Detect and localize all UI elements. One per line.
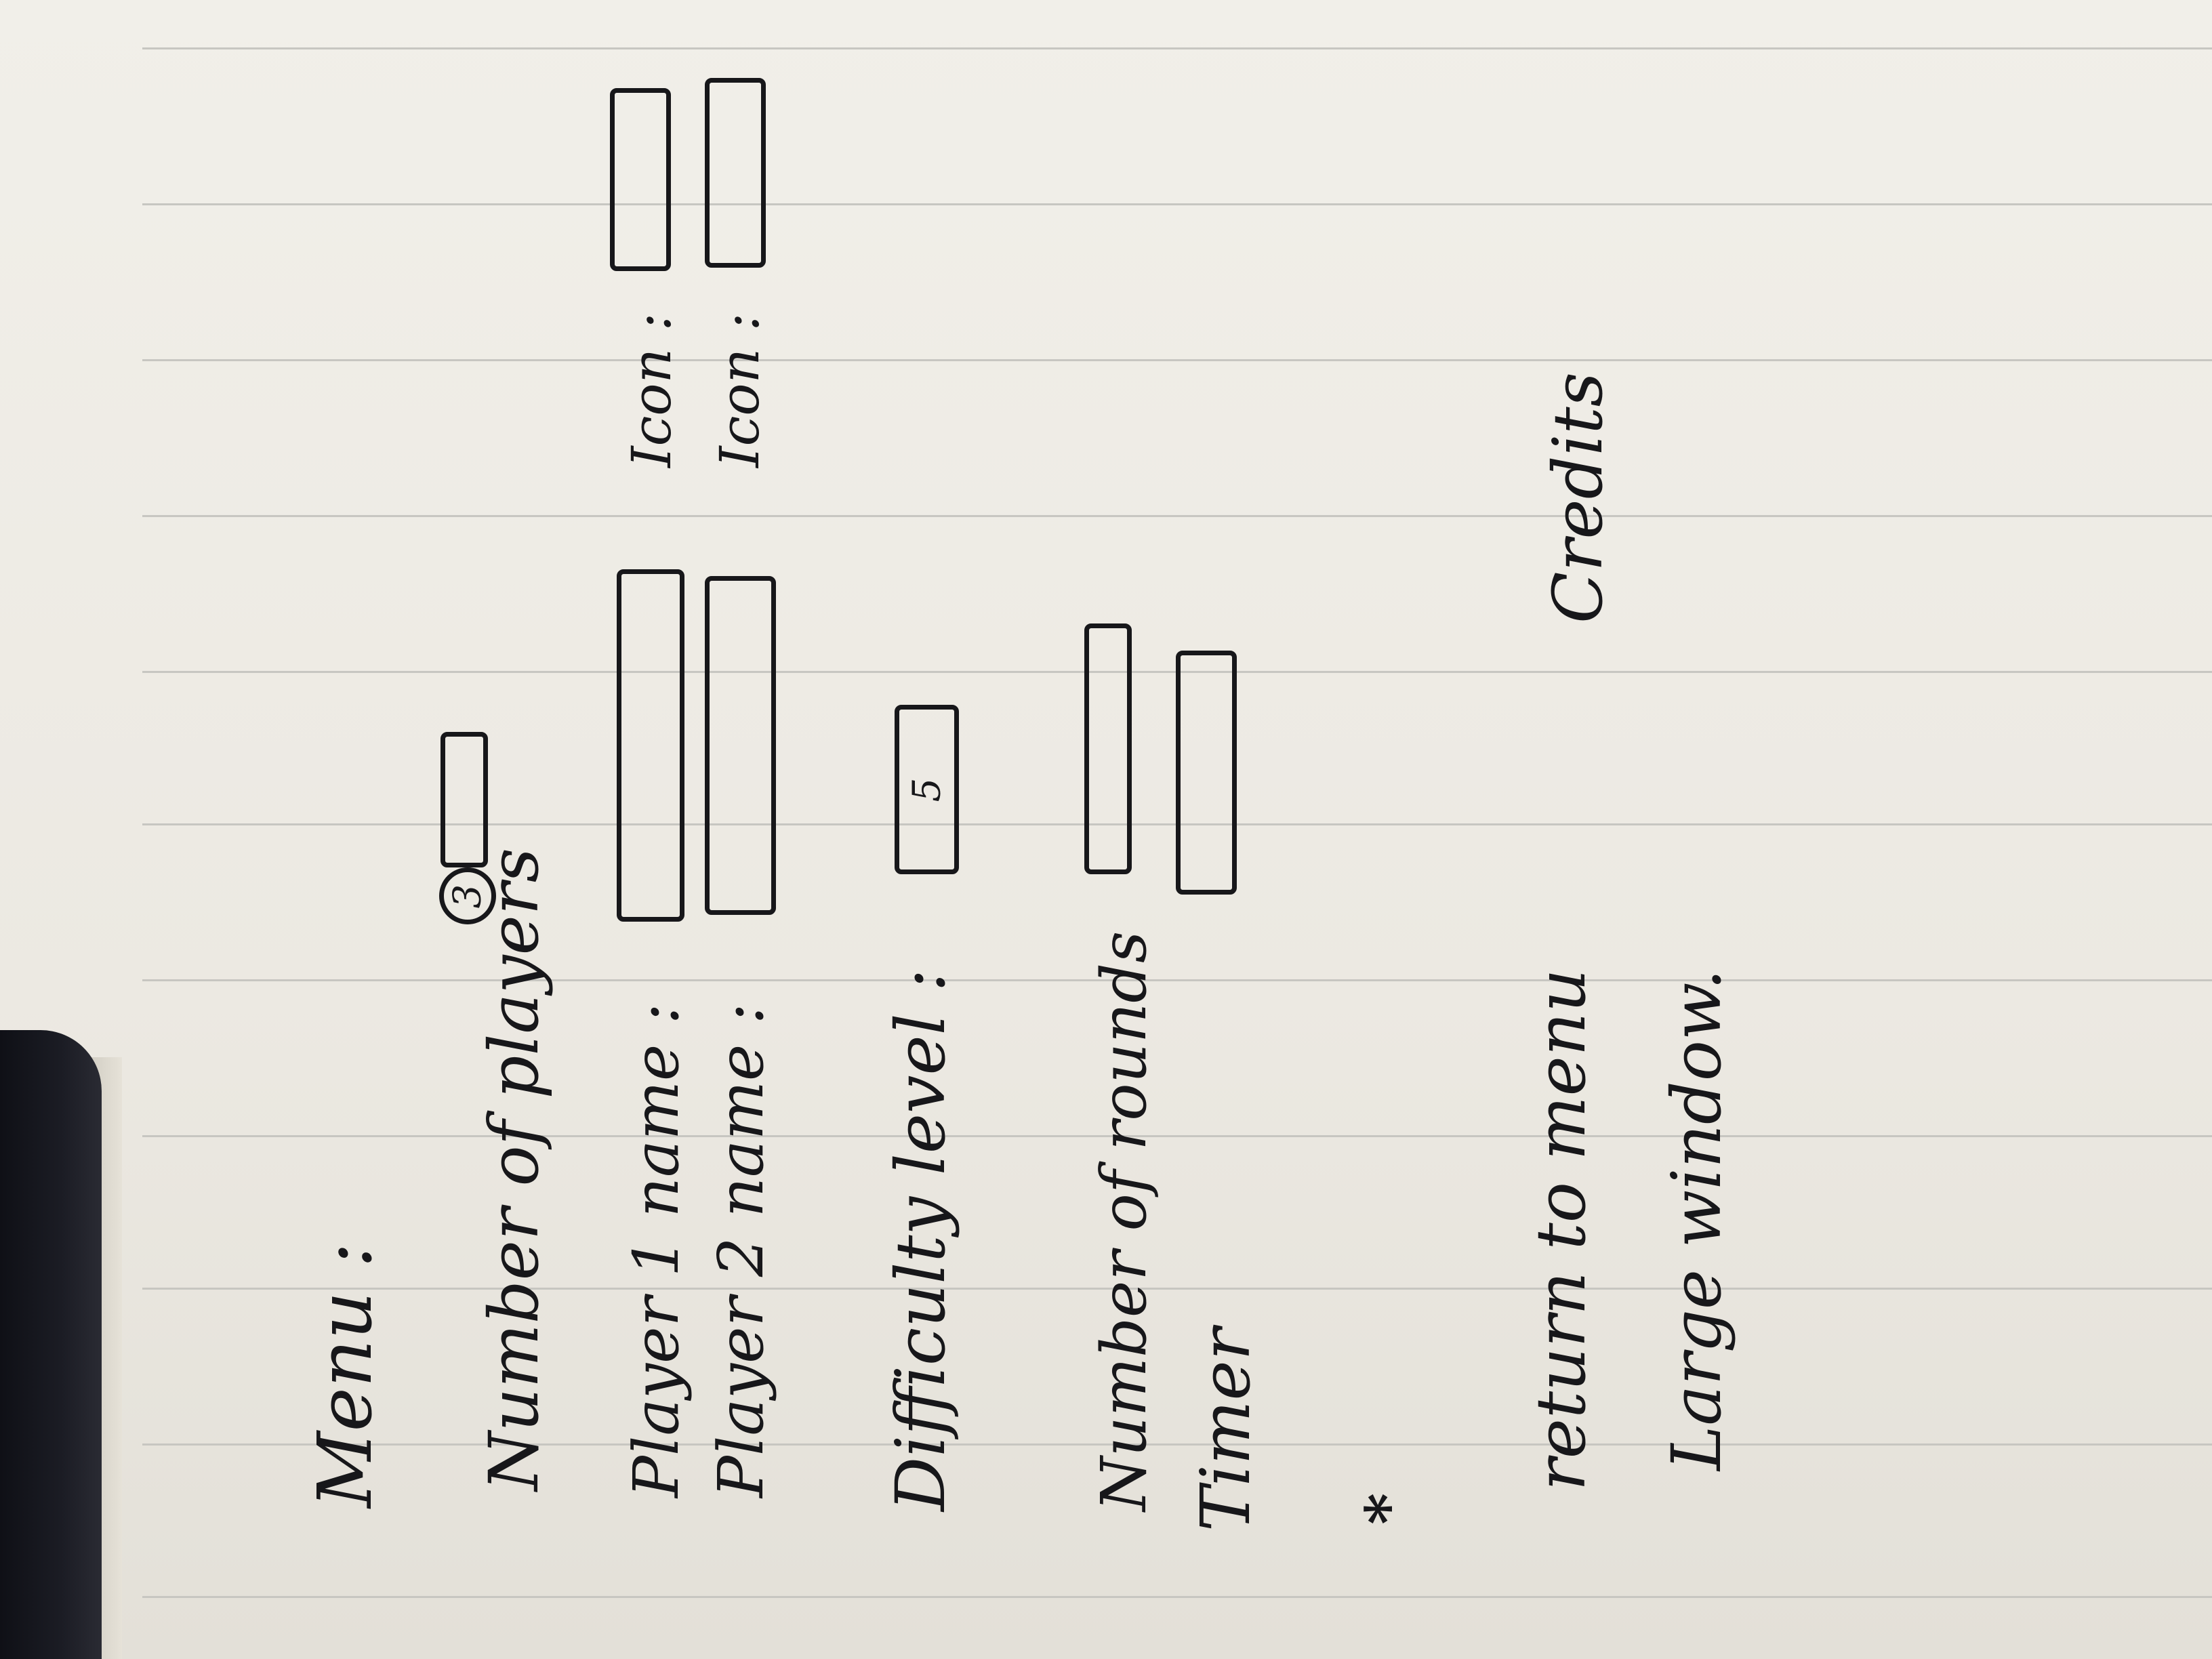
timer-field[interactable] [1176, 651, 1237, 895]
player1-name-label: Player 1 name : [620, 1003, 693, 1498]
num-players-value: 3 [445, 884, 490, 908]
difficulty-label: Difficulty level : [881, 968, 960, 1511]
icon1-label: Icon : [620, 312, 683, 468]
difficulty-field[interactable]: 5 [895, 705, 959, 874]
ruled-line [142, 359, 2212, 361]
ruled-line [142, 979, 2212, 981]
ruled-line [142, 47, 2212, 49]
player2-name-field[interactable] [705, 576, 776, 915]
num-players-field[interactable] [441, 732, 488, 867]
large-window-label: Large window. [1657, 968, 1736, 1471]
num-players-value-circle: 3 [439, 867, 496, 924]
menu-heading: Menu : [302, 1242, 388, 1508]
num-players-label: Number of players [474, 848, 554, 1491]
timer-label: Timer [1186, 1328, 1265, 1532]
ruled-line [142, 203, 2212, 205]
icon2-label: Icon : [708, 312, 771, 468]
player1-name-field[interactable] [617, 569, 684, 922]
icon2-field[interactable] [705, 78, 766, 268]
ruled-line [142, 1135, 2212, 1137]
difficulty-value: 5 [904, 777, 949, 802]
notebook-binding [0, 1030, 102, 1659]
return-menu-label: return to menu [1521, 968, 1601, 1491]
star-mark: * [1352, 1492, 1424, 1525]
ruled-line [142, 1288, 2212, 1290]
ruled-line [142, 1596, 2212, 1598]
rounds-label: Number of rounds [1088, 930, 1160, 1511]
icon1-field[interactable] [610, 88, 671, 271]
ruled-line [142, 1443, 2212, 1446]
player2-name-label: Player 2 name : [705, 1003, 777, 1498]
rounds-field[interactable] [1084, 623, 1132, 874]
ruled-line [142, 515, 2212, 517]
credits-label: Credits [1538, 372, 1618, 623]
